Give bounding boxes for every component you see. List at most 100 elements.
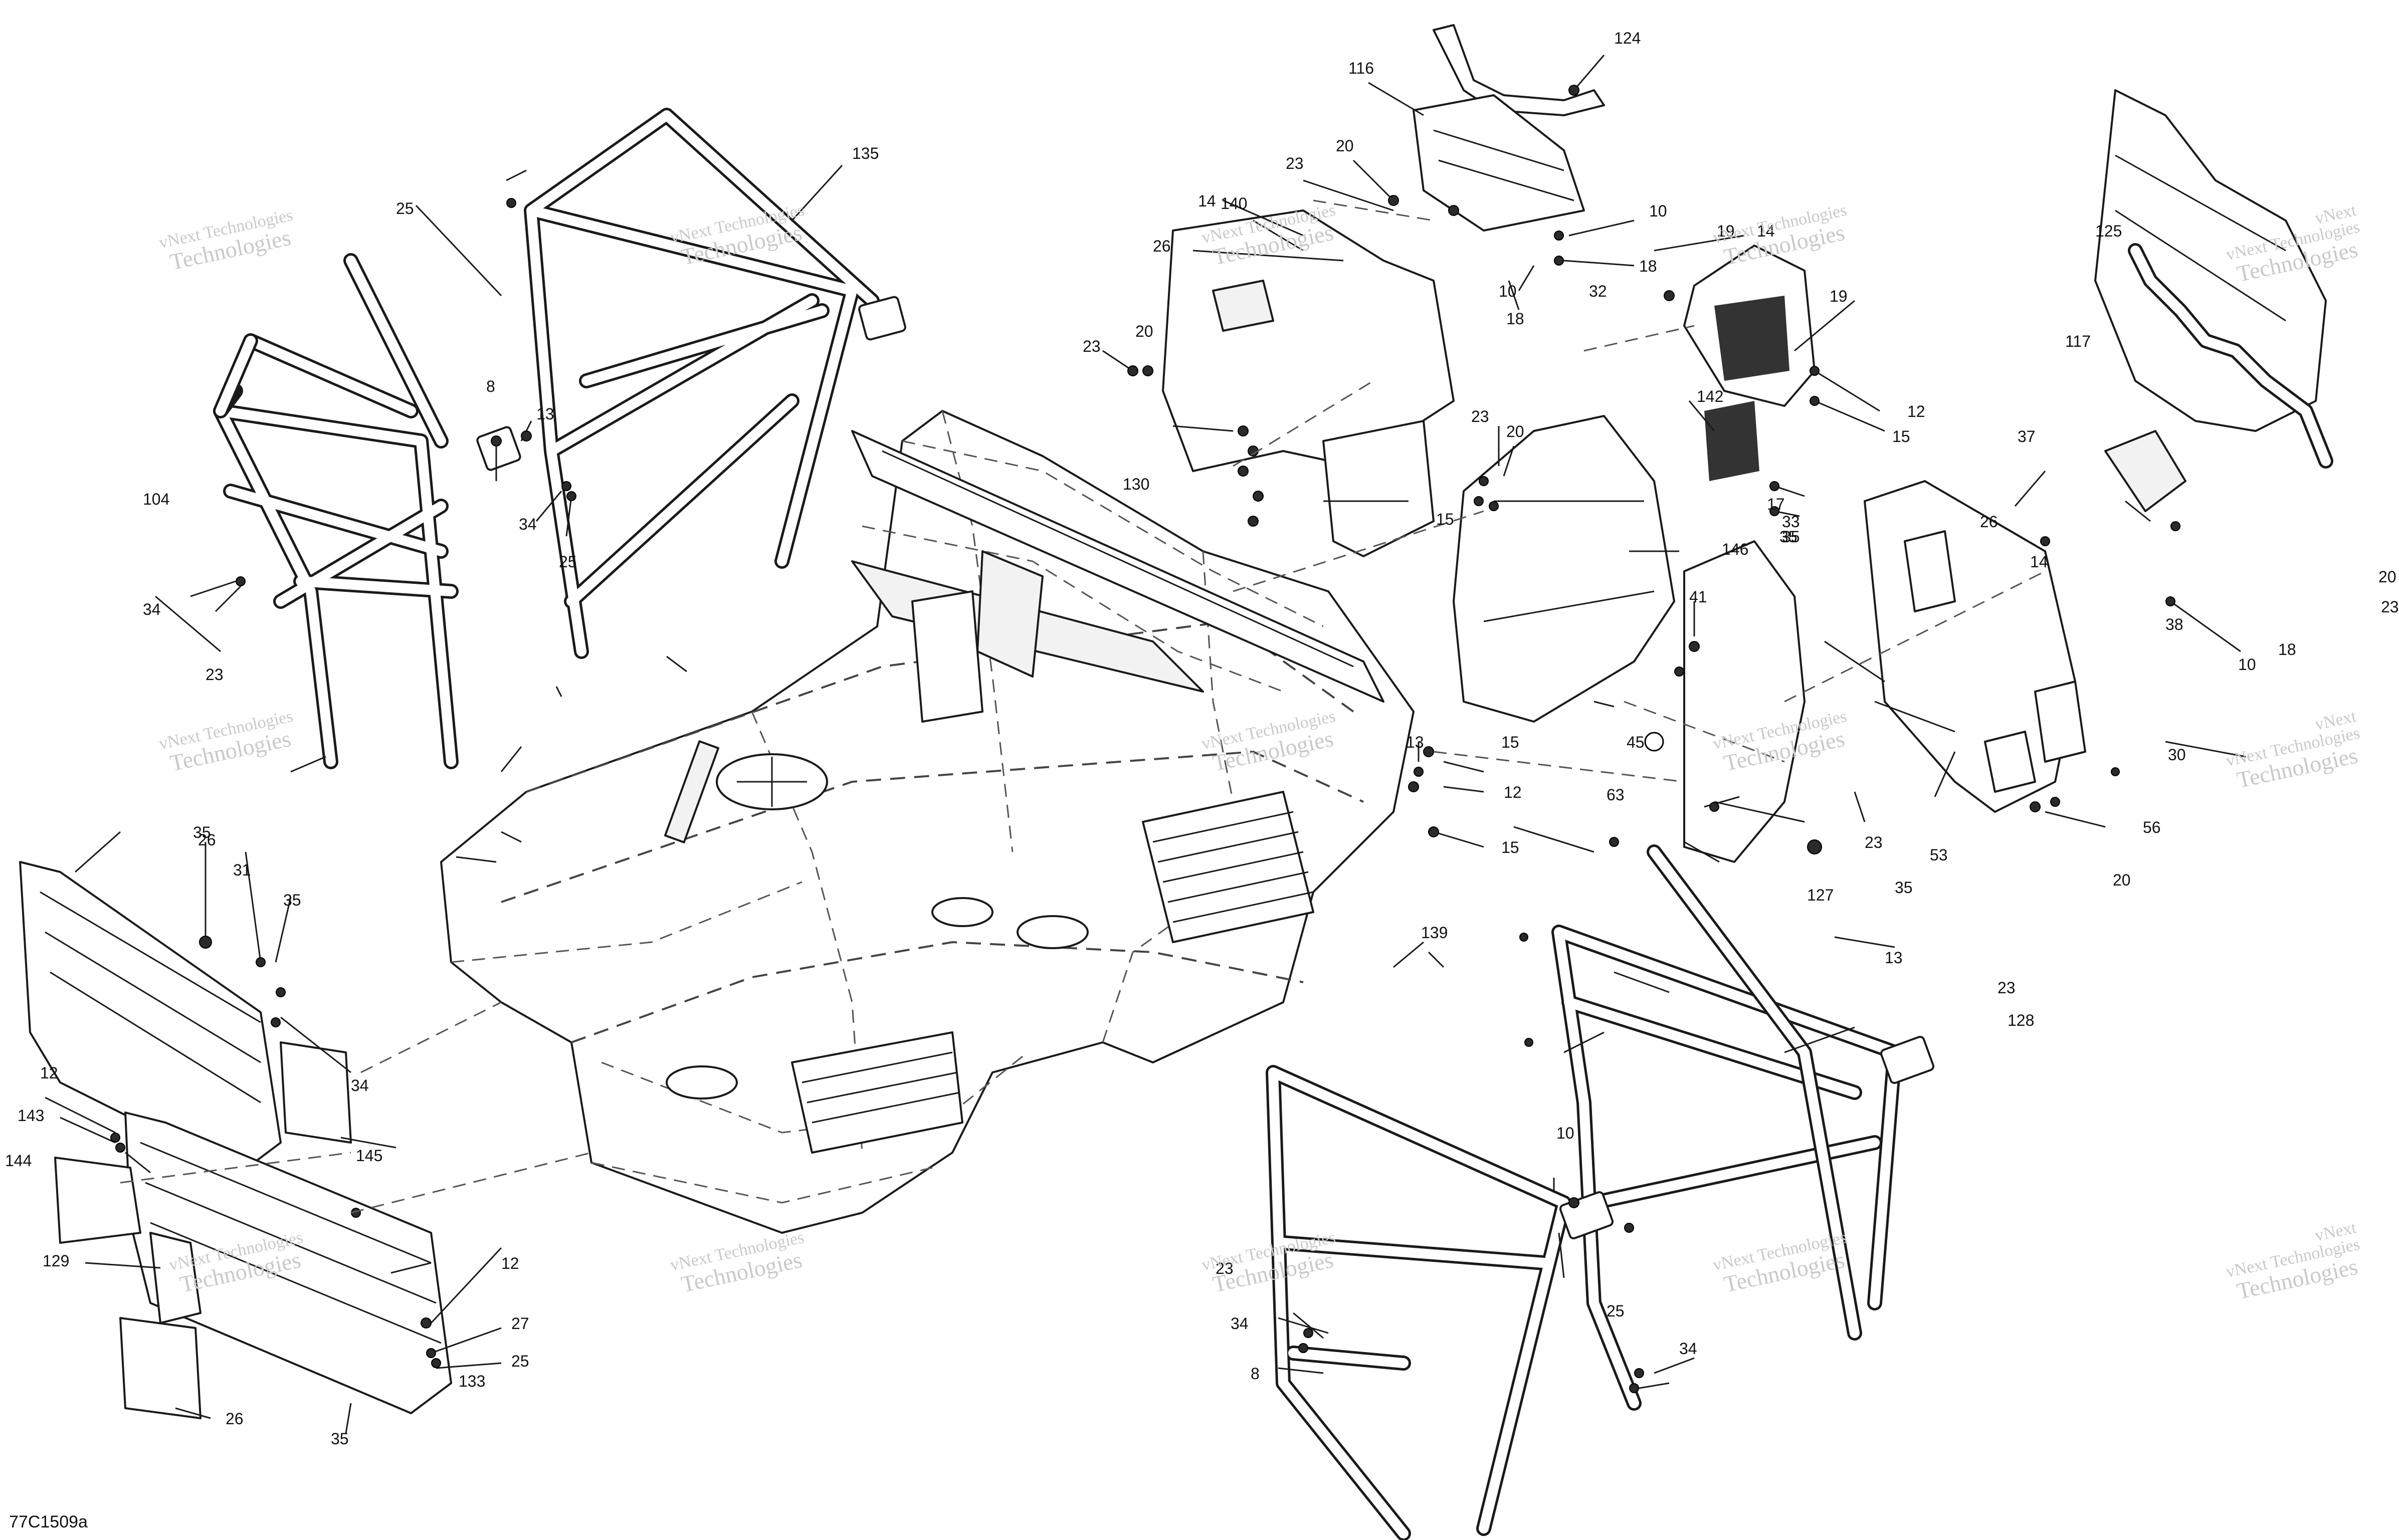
callout-number: 23 — [1216, 1259, 1234, 1277]
callout-number: 25 — [1607, 1302, 1625, 1320]
callout-number: 38 — [2165, 615, 2183, 633]
callout-number: 34 — [519, 515, 537, 533]
callout-number: 26 — [1980, 513, 1998, 531]
callout-number: 35 — [283, 891, 301, 909]
callout-number: 17 — [1767, 495, 1785, 513]
callout-number: 13 — [1406, 733, 1424, 751]
callout-number: 32 — [1589, 282, 1607, 300]
callout-number: 18 — [2278, 640, 2296, 658]
callout-number: 140 — [1221, 194, 1248, 212]
callout-number: 31 — [233, 861, 251, 879]
callout-number: 33 — [1782, 513, 1800, 531]
leader-lines — [45, 55, 2246, 1434]
callout-number: 124 — [1614, 29, 1641, 47]
callout-number: 23 — [1997, 979, 2016, 997]
callout-number: 127 — [1807, 886, 1834, 904]
callout-number: 25 — [559, 553, 577, 571]
callout-number: 128 — [2008, 1011, 2035, 1029]
callout-number: 10 — [1649, 202, 1667, 220]
rear-roll-cage — [1266, 844, 1935, 1540]
callout-number: 53 — [1930, 846, 1948, 864]
callout-number: 12 — [1504, 783, 1522, 801]
hardware-fasteners — [110, 85, 2180, 1393]
vehicle-chassis — [440, 410, 1415, 1234]
floor-vent-grid — [791, 590, 1314, 1154]
callout-number: 26 — [1153, 237, 1171, 255]
callout-number: 35 — [1782, 528, 1800, 546]
callout-number: 15 — [1501, 733, 1519, 751]
rear-lower-panels — [19, 861, 452, 1419]
assembly-lines — [120, 199, 2046, 1214]
callout-number: 23 — [1471, 407, 1489, 425]
callout-number: 34 — [351, 1076, 369, 1094]
callout-number: 139 — [1421, 924, 1448, 942]
callout-number: 15 — [1501, 838, 1519, 856]
top-rear-panels — [1162, 24, 1675, 723]
callout-number: 146 — [1722, 540, 1749, 558]
callout-number: 30 — [2168, 746, 2186, 764]
callout-number: 23 — [2381, 598, 2399, 616]
callout-number: 26 — [226, 1410, 244, 1428]
callout-number: 35 — [1895, 878, 1913, 897]
callout-number: 14 — [2030, 553, 2048, 571]
callout-number: 125 — [2095, 222, 2122, 240]
callout-number: 20 — [1135, 322, 1153, 340]
callout-number: 56 — [2143, 818, 2161, 836]
callout-number: 23 — [206, 666, 224, 684]
callout-number: 15 — [1892, 427, 1910, 446]
callout-number: 45 — [1627, 733, 1645, 751]
callout-number: 12 — [40, 1064, 58, 1082]
callout-number: 19 — [1830, 287, 1848, 305]
callout-number: 10 — [1499, 282, 1517, 300]
callout-number: 135 — [852, 144, 879, 162]
callout-number: 8 — [486, 377, 495, 395]
callout-number: 129 — [43, 1252, 70, 1270]
callout-number: 35 — [1779, 528, 1797, 546]
front-roll-cage-left — [213, 253, 521, 769]
callout-number: 63 — [1607, 786, 1625, 804]
callout-number: 8 — [1251, 1365, 1260, 1383]
callout-number: 27 — [511, 1314, 529, 1333]
callout-number: 143 — [18, 1107, 45, 1125]
callout-number: 35 — [331, 1430, 349, 1448]
callout-number: 41 — [1689, 588, 1707, 606]
callout-number: 35 — [193, 823, 211, 841]
callout-number: 34 — [143, 600, 161, 618]
callout-number: 14 — [1757, 222, 1775, 240]
callout-number: 117 — [2065, 332, 2091, 350]
callout-number: 12 — [1907, 402, 1925, 420]
callout-number: 23 — [1865, 833, 1883, 851]
right-side-panels — [1683, 89, 2327, 863]
callout-number: 133 — [459, 1372, 486, 1390]
callout-number: 20 — [2113, 871, 2131, 889]
front-roll-cage-right — [524, 108, 906, 659]
callout-number: 144 — [5, 1152, 32, 1170]
callout-number: 145 — [356, 1147, 383, 1165]
callout-number: 142 — [1697, 387, 1724, 405]
callout-number: 23 — [1083, 337, 1101, 355]
callout-number: 13 — [1885, 949, 1903, 967]
callout-number: 34 — [1231, 1314, 1249, 1333]
callout-number: 20 — [1336, 137, 1354, 155]
callout-number: 25 — [511, 1352, 529, 1370]
callout-number: 26 — [198, 831, 216, 849]
callout-number: 23 — [1286, 154, 1304, 172]
callout-number: 15 — [1436, 510, 1454, 528]
callout-number: 10 — [2238, 655, 2256, 674]
diagram-reference-code: 77C1509a — [9, 1512, 88, 1531]
callout-number: 14 — [1198, 192, 1216, 210]
callout-number: 20 — [2378, 568, 2396, 586]
grille-vent — [1714, 296, 1789, 381]
callout-number: 12 — [501, 1254, 519, 1272]
callout-number: 25 — [396, 199, 414, 217]
callout-number: 13 — [536, 405, 554, 423]
callout-number: 19 — [1717, 222, 1735, 240]
callout-number: 34 — [1679, 1340, 1697, 1358]
callout-number: 18 — [1506, 310, 1524, 328]
callout-number: 104 — [143, 490, 170, 508]
callout-number: 20 — [1506, 422, 1524, 441]
callout-number: 18 — [1639, 257, 1657, 275]
callout-number: 130 — [1123, 475, 1150, 493]
callout-number: 37 — [2018, 427, 2036, 446]
